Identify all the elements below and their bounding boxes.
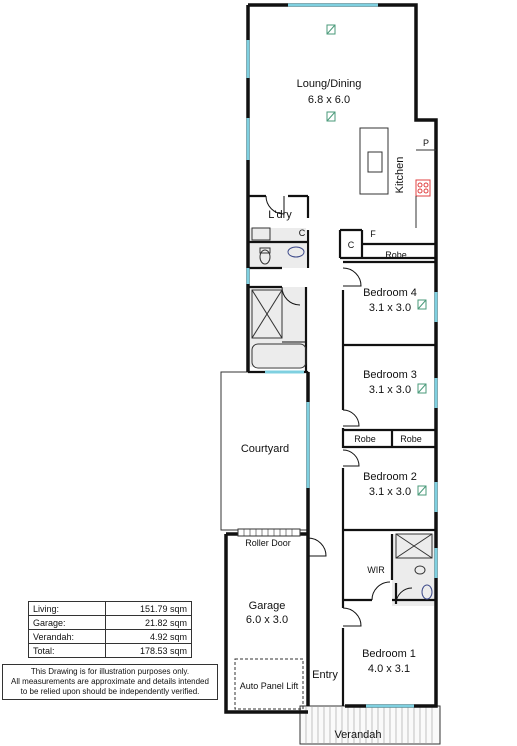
bed1-dims: 4.0 x 3.1 bbox=[368, 663, 410, 675]
disclaimer-line: This Drawing is for illustration purpose… bbox=[30, 667, 190, 676]
area-value: 178.53 sqm bbox=[104, 643, 193, 658]
area-label: Living: bbox=[28, 601, 106, 616]
vent-icons bbox=[326, 24, 427, 496]
roller-door-label: Roller Door bbox=[245, 538, 291, 548]
panel-lift-label: Auto Panel Lift bbox=[240, 681, 299, 691]
robe-top-label: Robe bbox=[385, 250, 407, 260]
area-row: Living: 151.79 sqm bbox=[28, 601, 193, 616]
disclaimer: This Drawing is for illustration purpose… bbox=[2, 664, 218, 700]
bed2-label: Bedroom 2 bbox=[363, 471, 417, 483]
fridge-label: F bbox=[370, 229, 376, 239]
wir-label: WIR bbox=[367, 565, 385, 575]
laundry-label: L'dry bbox=[268, 209, 292, 221]
garage-doors bbox=[234, 528, 304, 710]
kitchen-fittings bbox=[359, 127, 436, 228]
living-dims: 6.8 x 6.0 bbox=[308, 94, 350, 106]
bed2-dims: 3.1 x 3.0 bbox=[369, 486, 411, 498]
area-value: 151.79 sqm bbox=[104, 601, 193, 616]
bed3-dims: 3.1 x 3.0 bbox=[369, 384, 411, 396]
bed3-label: Bedroom 3 bbox=[363, 369, 417, 381]
windows bbox=[246, 3, 438, 708]
living-label: Loung/Dining bbox=[297, 78, 362, 90]
disclaimer-line: All measurements are approximate and det… bbox=[11, 677, 209, 686]
hall-cupboard-label: C bbox=[348, 240, 355, 250]
pantry-label: P bbox=[423, 138, 429, 148]
area-label: Total: bbox=[28, 643, 106, 658]
area-value: 21.82 sqm bbox=[104, 615, 193, 630]
laundry-cupboard-label: C bbox=[299, 228, 306, 238]
bed4-label: Bedroom 4 bbox=[363, 287, 417, 299]
bed1-label: Bedroom 1 bbox=[362, 648, 416, 660]
area-label: Verandah: bbox=[28, 629, 106, 644]
bed4-dims: 3.1 x 3.0 bbox=[369, 302, 411, 314]
area-row: Verandah: 4.92 sqm bbox=[28, 629, 193, 644]
robe-right-label: Robe bbox=[400, 434, 422, 444]
garage-label: Garage bbox=[249, 600, 286, 612]
area-label: Garage: bbox=[28, 615, 106, 630]
tiled-areas bbox=[250, 228, 434, 606]
doors bbox=[265, 195, 413, 627]
area-value: 4.92 sqm bbox=[104, 629, 193, 644]
garage-dims: 6.0 x 3.0 bbox=[246, 614, 288, 626]
disclaimer-line: to be relied upon should be independentl… bbox=[20, 687, 200, 696]
kitchen-label: Kitchen bbox=[394, 157, 406, 194]
bathroom-fittings bbox=[251, 227, 433, 600]
area-row: Total: 178.53 sqm bbox=[28, 643, 193, 658]
verandah-label: Verandah bbox=[334, 729, 381, 741]
robe-left-label: Robe bbox=[354, 434, 376, 444]
entry-label: Entry bbox=[312, 669, 338, 681]
area-row: Garage: 21.82 sqm bbox=[28, 615, 193, 630]
area-schedule: Living: 151.79 sqm Garage: 21.82 sqm Ver… bbox=[28, 601, 193, 658]
courtyard-label: Courtyard bbox=[241, 443, 289, 455]
verandah-deck bbox=[299, 705, 441, 745]
